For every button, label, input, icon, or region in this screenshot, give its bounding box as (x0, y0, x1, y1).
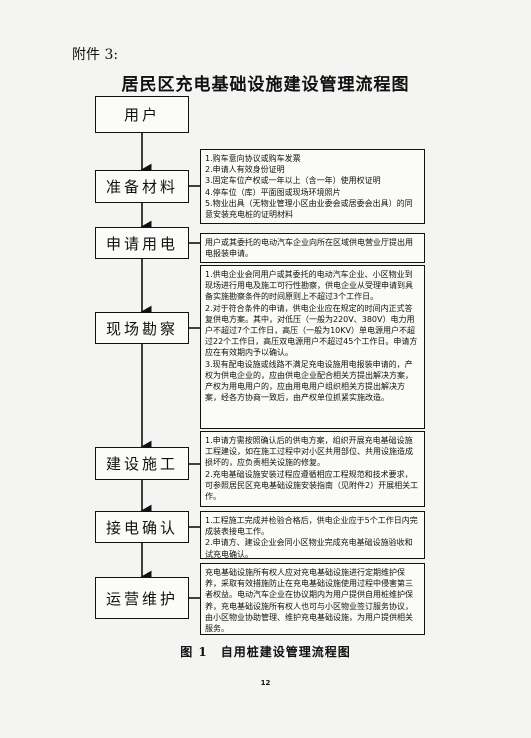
step-user: 用户 (95, 96, 189, 133)
note-line: 3.现有配电设施或线路不满足充电设施用电报装申请的，产权为供电企业的，应由供电企… (205, 359, 413, 403)
note-line: 1.供电企业会同用户或其委托的电动汽车企业、小区物业到现场进行用电及施工可行性勘… (205, 270, 413, 302)
step-site-survey: 现场勘察 (95, 312, 189, 344)
page-number: 12 (260, 679, 271, 687)
note-apply-power: 用户或其委托的电动汽车企业向所在区域供电营业厅提出用电报装申请。 (200, 233, 425, 263)
note-line: 用户或其委托的电动汽车企业向所在区域供电营业厅提出用电报装申请。 (205, 238, 413, 259)
step-connect-confirm: 接电确认 (95, 511, 189, 543)
note-line: 2.对于符合条件的申请，供电企业应在规定的时间内正式答复供电方案。其中，对低压（… (205, 303, 418, 358)
note-construction: 1.申请方需按照确认后的供电方案，组织开展充电基础设施工程建设，如在施工过程中对… (200, 431, 425, 507)
page-title: 居民区充电基础设施建设管理流程图 (121, 75, 410, 95)
step-operation-maintenance: 运营维护 (95, 577, 189, 619)
note-line: 4.停车位（库）平面图或现场环境照片 (205, 187, 341, 197)
note-operation-maintenance: 充电基础设施所有权人应对充电基础设施进行定期维护保养，采取有效措施防止在充电基础… (200, 563, 425, 635)
step-construction: 建设施工 (95, 447, 189, 480)
note-line: 1.购车意向协议或购车发票 (205, 154, 301, 163)
note-line: 充电基础设施所有权人应对充电基础设施进行定期维护保养，采取有效措施防止在充电基础… (205, 568, 413, 634)
note-line: 1.申请方需按照确认后的供电方案，组织开展充电基础设施工程建设，如在施工过程中对… (205, 436, 413, 468)
note-line: 1.工程施工完成并检验合格后，供电企业应于5个工作日内完成装表接电工作。 (205, 516, 418, 537)
attachment-label: 附件 3: (72, 47, 119, 63)
note-line: 2.申请方、建设企业会同小区物业完成充电基础设施验收和试充电确认。 (205, 538, 413, 559)
note-line: 3.固定车位产权或一年以上（含一年）使用权证明 (205, 176, 381, 186)
step-prepare-materials: 准备材料 (95, 170, 189, 203)
note-line: 2.充电基础设施安装过程应遵循相应工程规范和技术要求，可参照居民区充电基础设施安… (205, 469, 419, 502)
step-apply-power: 申请用电 (95, 227, 189, 259)
figure-caption: 图 1 自用桩建设管理流程图 (180, 645, 351, 659)
note-connect-confirm: 1.工程施工完成并检验合格后，供电企业应于5个工作日内完成装表接电工作。 2.申… (200, 511, 425, 559)
note-line: 2.申请人有效身份证明 (205, 165, 285, 175)
note-line: 5.物业出具（无物业管理小区由业委会或居委会出具）的同意安装充电桩的证明材料 (205, 198, 413, 220)
note-site-survey: 1.供电企业会同用户或其委托的电动汽车企业、小区物业到现场进行用电及施工可行性勘… (200, 265, 425, 429)
note-prepare-materials: 1.购车意向协议或购车发票 2.申请人有效身份证明 3.固定车位产权或一年以上（… (200, 149, 425, 224)
